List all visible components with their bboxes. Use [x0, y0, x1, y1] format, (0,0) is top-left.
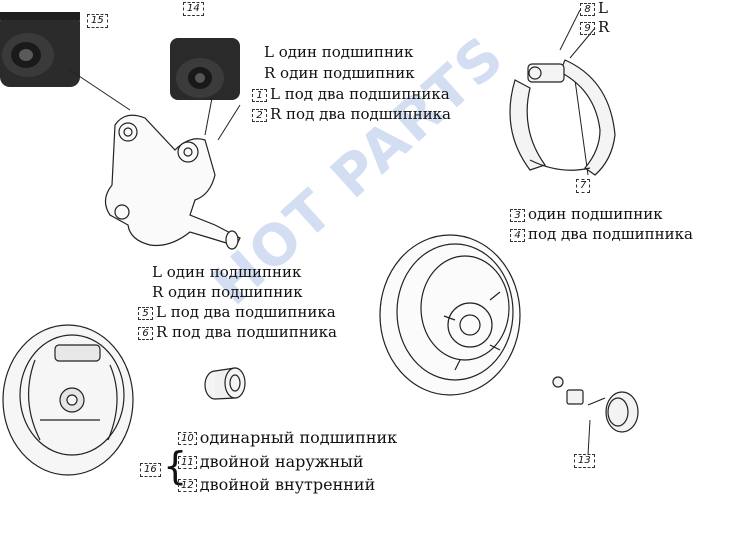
brake-drum [379, 234, 521, 396]
bushing-photo-large [0, 12, 80, 87]
callout-10: 10 [178, 432, 197, 445]
callout-6: 6 [138, 326, 153, 340]
callout-8: 8 [580, 2, 595, 16]
callout-4: 4 [510, 228, 525, 242]
callout-14: 14 [183, 2, 204, 16]
callout-7: 7 [576, 179, 591, 193]
wheel-bearing [204, 367, 246, 400]
knuckle-label-r-one: R один подшипник [264, 64, 415, 82]
callout-2: 2 [252, 108, 267, 122]
hub-cap-and-nut [552, 376, 639, 433]
callout-9: 9 [580, 21, 595, 35]
callout-13: 13 [574, 454, 595, 468]
brake-shoes [509, 59, 616, 176]
leader-lines [69, 9, 596, 456]
plate-label-l-one: L один подшипник [152, 263, 302, 281]
callout-1: 1 [252, 88, 267, 102]
brace-icon: { [163, 444, 188, 488]
plate-label-r-one: R один подшипник [152, 283, 303, 301]
bushing-photo-small [170, 38, 240, 100]
callout-16: 16 [140, 463, 161, 477]
callout-3: 3 [510, 208, 525, 222]
steering-knuckle [104, 114, 241, 250]
knuckle-label-l-one: L один подшипник [264, 43, 414, 61]
callout-15: 15 [87, 14, 108, 28]
callout-11: 11 [178, 456, 197, 469]
callout-12: 12 [178, 479, 197, 492]
brake-backing-plate [2, 324, 134, 476]
callout-5: 5 [138, 306, 153, 320]
